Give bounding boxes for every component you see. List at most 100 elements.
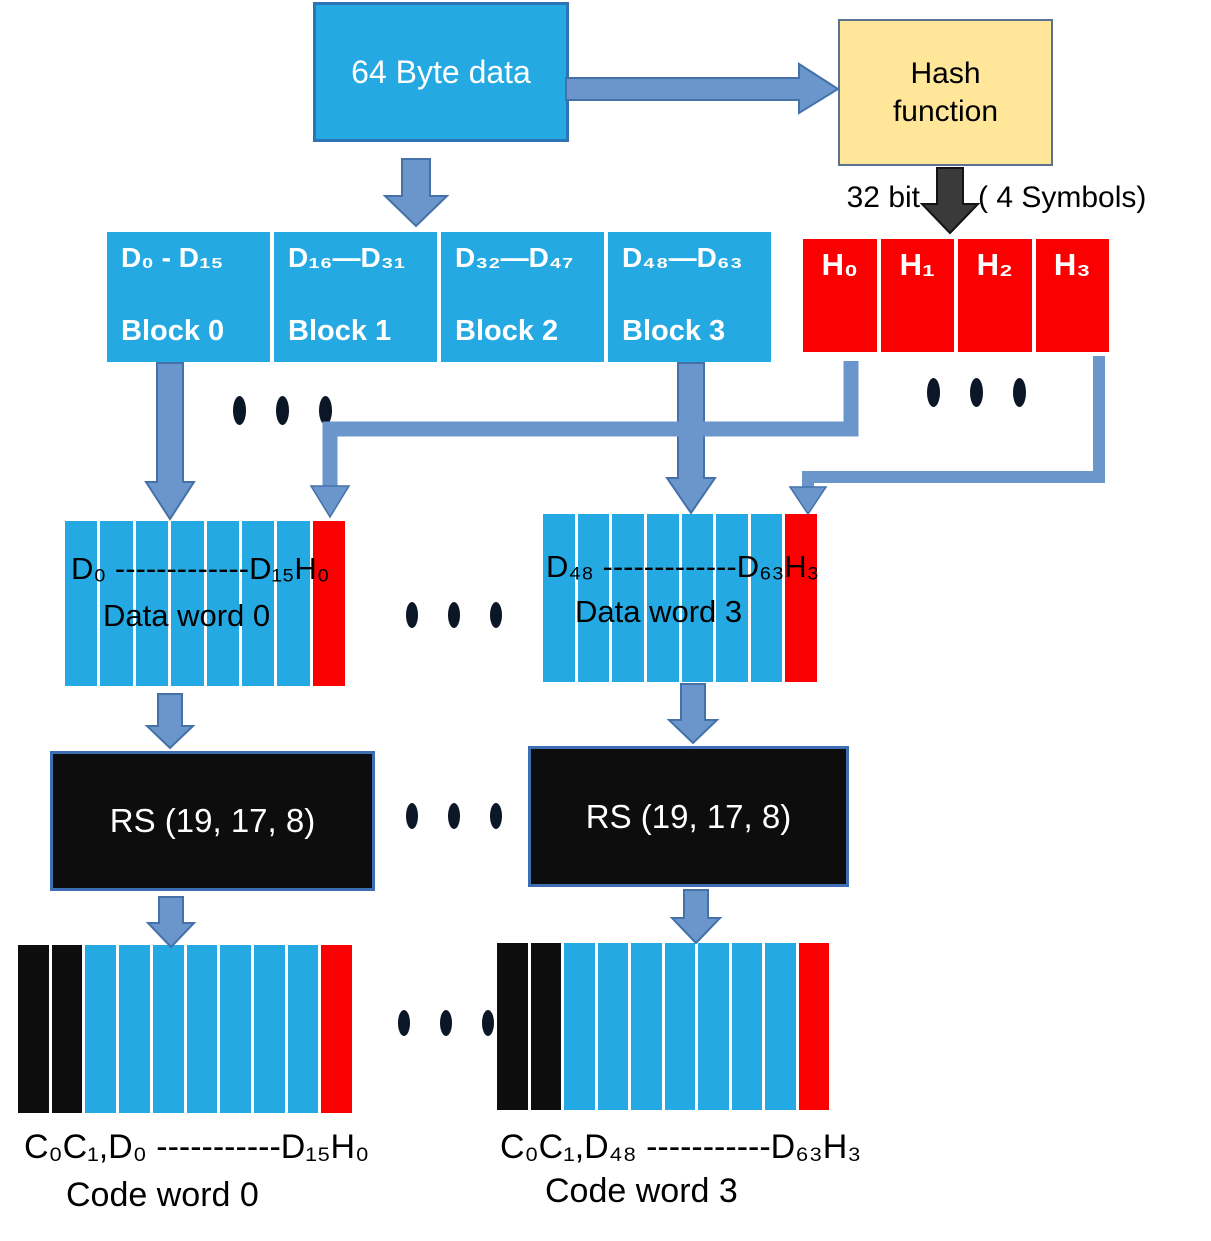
dot [319,396,332,425]
rs-encoder-0: RS (19, 17, 8) [50,751,375,891]
code-word-0 [18,945,353,1113]
rs-encoder-0-label: RS (19, 17, 8) [109,802,316,839]
data-segment [253,945,285,1113]
dot [927,378,940,407]
data-segment [287,945,319,1113]
code-word-0-name: Code word 0 [66,1176,259,1214]
data-word-0-range: D₀ -------------D₁₅H₀ [71,551,330,586]
data-segment [750,514,783,682]
data-segment [765,943,796,1110]
block-3-range: D₄₈—D₆₃ [622,242,743,273]
ellipsis-code-words [398,1010,494,1036]
data-word-3 [543,514,817,682]
parity-segment [530,943,561,1110]
hash-segment [798,943,829,1110]
arrow-dataword3-to-rs3 [666,683,720,745]
dot [482,1010,494,1036]
block-0-name: Block 0 [121,315,225,347]
data-segment [681,514,714,682]
data-segment [731,943,762,1110]
block-0-range: D₀ - D₁₅ [121,242,224,273]
connector-h3-to-dataword3 [802,356,1105,490]
dot [448,602,460,628]
data-segment [85,945,117,1113]
data-segment [100,521,133,686]
hash-symbol-row: H₀ H₁ H₂ H₃ [803,239,1109,352]
arrow-rs3-to-codeword3 [669,889,723,945]
data-segment [152,945,184,1113]
hash-segment [312,521,345,686]
code-word-3-range: C₀C₁,D₄₈ -----------D₆₃H₃ [500,1128,862,1166]
data-segment [186,945,218,1113]
parity-segment [18,945,49,1113]
connector-h3-arrowhead [788,486,828,516]
data-segment [277,521,310,686]
block-1-name: Block 1 [288,315,392,347]
arrow-rs0-to-codeword0 [145,896,197,949]
hash-symbol-h1: H₁ [880,239,954,352]
connector-h0-to-dataword0 [322,361,859,488]
dot [970,378,983,407]
block-2-range: D₃₂—D₄₇ [455,242,574,273]
code-word-3 [497,943,829,1110]
hash-function-box: Hash function [838,19,1053,166]
dot [398,1010,410,1036]
arrow-dataword0-to-rs0 [144,693,196,750]
data-block-row: D₀ - D₁₅ Block 0 D₁₆—D₃₁ Block 1 D₃₂—D₄₇… [107,232,771,362]
dot [406,602,418,628]
dot [440,1010,452,1036]
data-word-3-name: Data word 3 [575,594,743,629]
block-2-name: Block 2 [455,315,559,347]
data-segment [543,514,575,682]
dot [448,803,460,829]
data-segment [564,943,595,1110]
data-segment [631,943,662,1110]
arrow-data-to-blocks [382,158,450,228]
arrow-block0-to-dataword0 [144,362,196,521]
data-segment [612,514,644,682]
rs-encoder-3-label: RS (19, 17, 8) [585,797,792,835]
data-segment [664,943,695,1110]
dot [406,803,418,829]
data-word-3-range: D₄₈ -------------D₆₃H₃ [546,549,820,584]
data-word-0 [65,521,345,686]
hash-output-bits-label: 32 bit [846,181,920,214]
data-segment [220,945,251,1113]
dot [1013,378,1026,407]
hash-output-symbols-label: ( 4 Symbols) [978,181,1147,214]
data-segment [716,514,748,682]
block-2: D₃₂—D₄₇ Block 2 [441,232,604,362]
hash-function-label: Hash function [892,56,999,128]
parity-segment [51,945,83,1113]
rs-encoder-3: RS (19, 17, 8) [528,746,849,887]
connector-h0-arrowhead [309,485,351,519]
data-segment [698,943,729,1110]
dot [233,396,246,425]
data-box-label: 64 Byte data [351,53,531,90]
data-segment [597,943,628,1110]
data-segment [206,521,239,686]
hash-segment [785,514,817,682]
data-segment [241,521,275,686]
block-1: D₁₆—D₃₁ Block 1 [274,232,437,362]
hash-symbol-h0: H₀ [803,239,877,352]
block-3: D₄₈—D₆₃ Block 3 [608,232,771,362]
data-segment [65,521,98,686]
data-segment [646,514,679,682]
ellipsis-blocks [233,396,332,425]
ellipsis-rs [406,803,502,829]
code-word-3-name: Code word 3 [545,1172,738,1210]
block-0: D₀ - D₁₅ Block 0 [107,232,270,362]
data-segment [135,521,169,686]
ellipsis-hash [927,378,1026,407]
block-1-range: D₁₆—D₃₁ [288,242,406,273]
hash-symbol-h3: H₃ [1035,239,1109,352]
dot [490,803,502,829]
data-word-0-name: Data word 0 [103,598,271,633]
code-word-0-range: C₀C₁,D₀ -----------D₁₅H₀ [24,1128,370,1166]
data-segment [119,945,150,1113]
data-segment [577,514,610,682]
parity-segment [497,943,528,1110]
hash-symbol-h2: H₂ [958,239,1032,352]
